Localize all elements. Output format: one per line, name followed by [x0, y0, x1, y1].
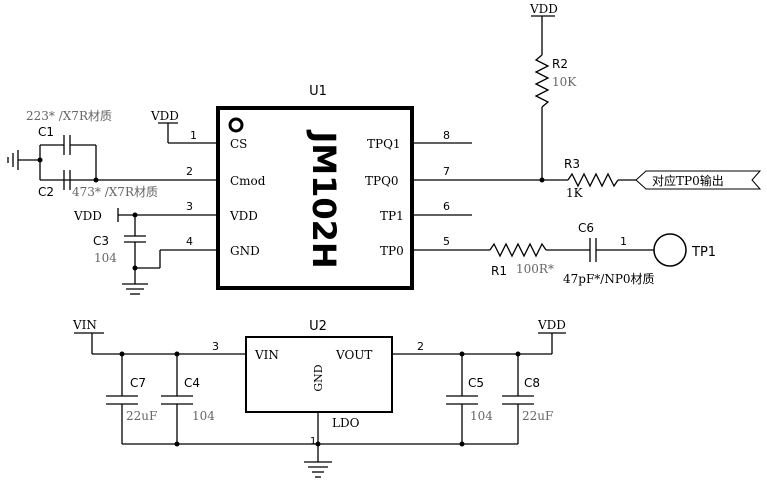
u1-pin7-name: TPQ0	[365, 174, 399, 188]
u1-pin2-num: 2	[186, 165, 193, 178]
u2-part: LDO	[332, 416, 360, 430]
r1-ref: R1	[491, 264, 507, 278]
c6-ref: C6	[578, 221, 594, 235]
tp0-output-label: 对应TP0输出	[652, 173, 724, 188]
r2-value: 10K	[552, 75, 577, 89]
c8-value: 22uF	[522, 409, 553, 423]
u2-pin2-num: 2	[417, 340, 424, 353]
u1-part: JM102H	[305, 129, 343, 268]
u1-pin3-num: 3	[186, 200, 193, 213]
u2-vout: VOUT	[335, 348, 372, 362]
tp1-pad	[653, 233, 687, 267]
r2-ref: R2	[552, 57, 568, 71]
u1-pin2-name: Cmod	[230, 174, 266, 188]
c4-ref: C4	[184, 376, 200, 390]
c7-ref: C7	[130, 376, 146, 390]
r1-value: 100R*	[516, 262, 554, 276]
u1-pin6-num: 6	[443, 200, 450, 213]
u1-pin5-num: 5	[443, 235, 450, 248]
u2-gnd: GND	[312, 364, 325, 391]
vdd-top-label: VDD	[529, 2, 558, 16]
c8-ref: C8	[524, 376, 540, 390]
u1-pin1-num: 1	[190, 129, 197, 142]
u2-pin3-num: 3	[212, 340, 219, 353]
u1-body	[216, 106, 414, 290]
u1-ref: U1	[309, 84, 327, 99]
u1-pin6-name: TP1	[380, 209, 404, 223]
c2-ref: C2	[38, 185, 54, 199]
u1-pin1-name: CS	[230, 137, 247, 151]
c4-value: 104	[192, 409, 215, 423]
c5-ref: C5	[468, 376, 484, 390]
r3-ref: R3	[564, 157, 580, 171]
u1-pin8-num: 8	[443, 129, 450, 142]
tp1-ref: TP1	[691, 245, 716, 260]
u1-pin8-name: TPQ1	[367, 137, 401, 151]
c7-value: 22uF	[126, 409, 157, 423]
vdd-out-label: VDD	[537, 318, 566, 332]
u2-body	[245, 336, 393, 413]
u2-vin: VIN	[254, 348, 279, 362]
r3-value: 1K	[566, 186, 584, 200]
vdd-pin3-label: VDD	[73, 209, 102, 223]
vin-label: VIN	[72, 318, 97, 332]
u2-ref: U2	[309, 319, 327, 334]
u1-pin4-name: GND	[230, 244, 260, 258]
u1-pin7-num: 7	[443, 165, 450, 178]
u1-pin3-name: VDD	[229, 209, 258, 223]
u1-pin1-marker	[228, 117, 244, 133]
u1-pin4-num: 4	[186, 235, 193, 248]
c2-value: 473* /X7R材质	[72, 185, 158, 199]
c6-value: 47pF*/NP0材质	[563, 272, 655, 286]
c3-value: 104	[94, 251, 117, 265]
vdd-cs-label: VDD	[150, 109, 179, 123]
c1-value: 223* /X7R材质	[26, 109, 112, 123]
u2-pin1-num: 1	[310, 436, 316, 447]
c5-value: 104	[470, 409, 493, 423]
tp1-pin: 1	[620, 235, 627, 248]
c1-ref: C1	[38, 125, 54, 139]
c3-ref: C3	[93, 234, 109, 248]
u1-pin5-name: TP0	[380, 244, 404, 258]
